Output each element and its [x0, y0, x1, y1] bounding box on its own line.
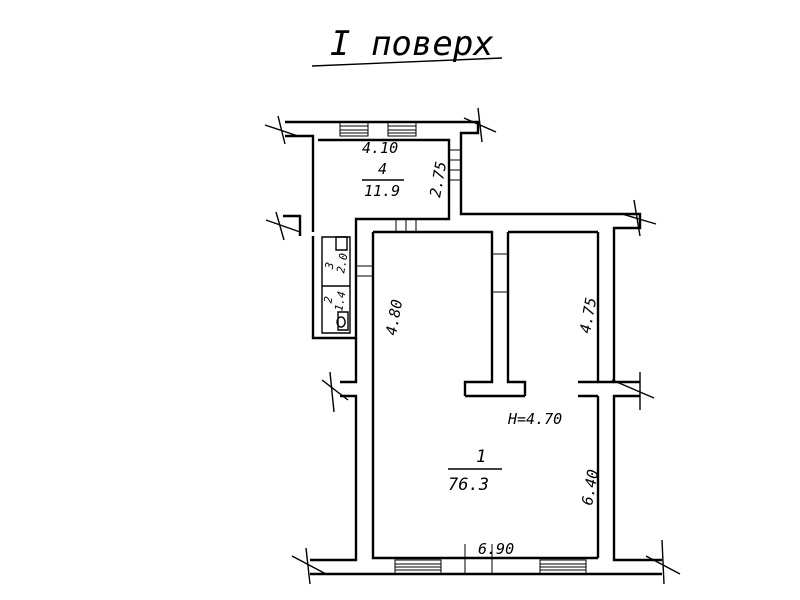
wall-left-lower	[310, 394, 358, 562]
break-mark-mid-left	[265, 211, 301, 241]
window-top-left	[339, 121, 369, 137]
dim-right-upper: 4.75	[576, 296, 600, 335]
room3-area: 2.0	[334, 252, 350, 274]
room2-area: 1.4	[332, 290, 348, 312]
wall-right-lower-outer	[612, 394, 662, 562]
dim-room4-width: 4.10	[362, 139, 398, 157]
door-partition	[492, 253, 508, 293]
room-labels: 4 11.9 1 76.3 3 2.0 2 1.4	[321, 160, 502, 495]
wall-wc-outer	[311, 232, 358, 340]
door-room4	[395, 219, 417, 232]
dimensions: 4.10 2.75 4.80 4.75 6.40 6.90 H=4.70	[362, 139, 602, 558]
room4-number: 4	[378, 160, 387, 178]
wall-right-inner	[596, 232, 614, 384]
break-mark-right-top	[621, 199, 657, 237]
section-markers	[264, 107, 681, 585]
wall-partition-left	[373, 230, 494, 396]
floor-title: I поверх	[330, 24, 494, 64]
wall-outer-top-right	[285, 120, 642, 384]
dim-height: H=4.70	[507, 410, 562, 428]
wall-partition-right	[506, 232, 527, 396]
title-underline	[311, 57, 503, 67]
windows	[339, 121, 587, 575]
room1-area: 76.3	[448, 475, 489, 495]
door-bottom	[464, 544, 493, 574]
break-mark-top-right	[463, 107, 497, 143]
door-wc	[356, 265, 373, 277]
title-group: I поверх	[311, 24, 503, 67]
window-right-room4	[449, 149, 461, 181]
wall-room4-inner	[318, 138, 451, 232]
break-mark-top-left	[264, 115, 299, 145]
wc-sink	[335, 236, 348, 251]
room2-number: 2	[321, 295, 335, 304]
wc-toilet	[336, 311, 349, 331]
break-mark-bottom-left	[291, 547, 327, 585]
dim-right-lower: 6.40	[578, 468, 602, 507]
room1-number: 1	[476, 447, 486, 467]
window-top-right	[387, 121, 417, 137]
dim-room4-depth: 2.75	[426, 160, 450, 199]
room4-area: 11.9	[364, 182, 400, 200]
break-mark-bottom-right	[645, 539, 681, 585]
dim-left-wall: 4.80	[382, 298, 406, 337]
break-mark-right-mid	[611, 372, 655, 410]
walls	[283, 120, 662, 576]
wall-hall-left-inner	[371, 232, 598, 560]
dim-bottom: 6.90	[478, 540, 514, 558]
break-mark-left-mid	[321, 371, 349, 413]
room3-number: 3	[323, 261, 337, 271]
wall-left-mid-upper	[340, 338, 358, 384]
wall-outer-top-left	[285, 134, 315, 232]
wall-stub-left	[283, 214, 302, 236]
wc-room-outline	[321, 236, 351, 334]
